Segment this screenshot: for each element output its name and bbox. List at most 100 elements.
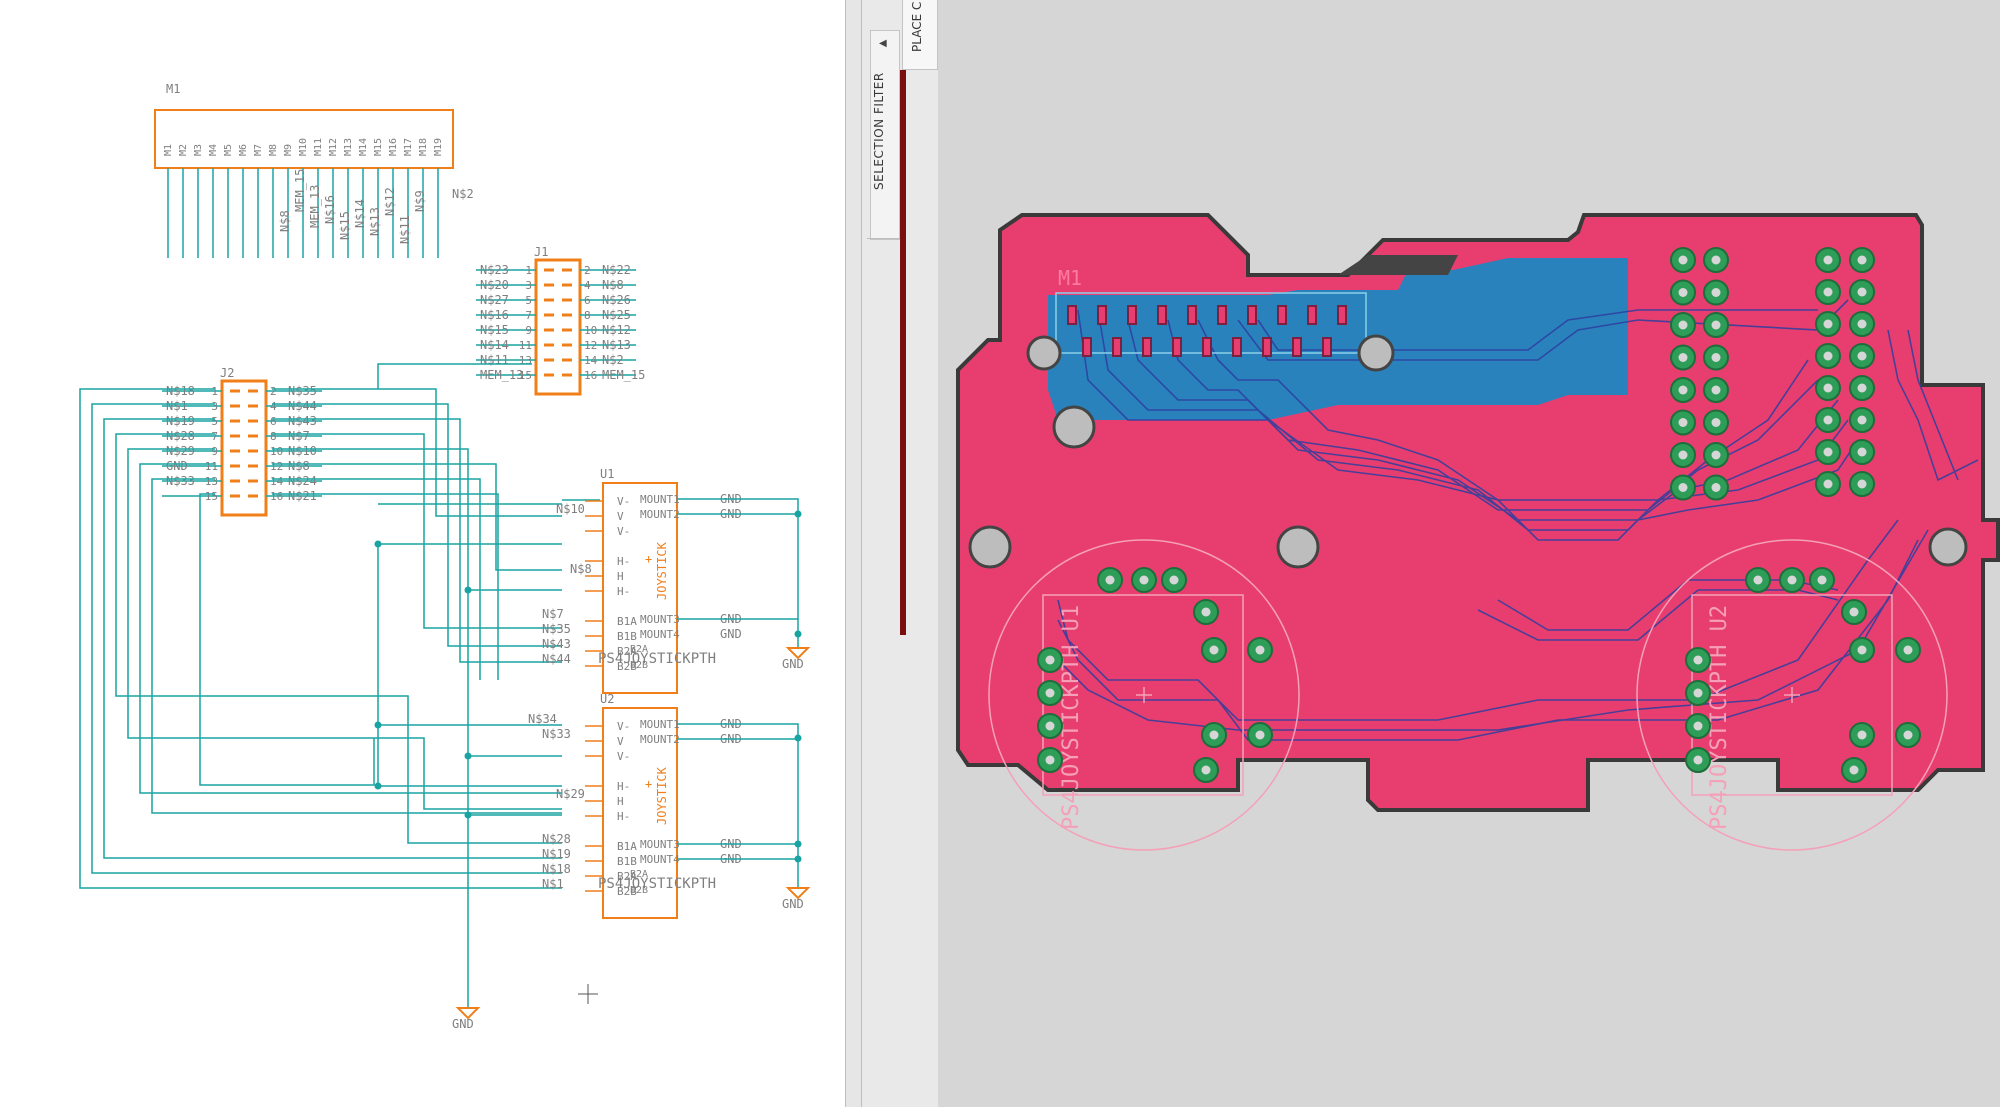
m1-pin: M10 [298, 138, 309, 156]
pin-label: B1B [617, 630, 637, 643]
pad-drill [1850, 608, 1859, 617]
u2-left-nets: N$34 N$33 N$29 N$28 N$19 N$18 N$1 [528, 712, 585, 891]
net-label: N$13 [602, 338, 631, 352]
m1-pin: M7 [253, 144, 264, 156]
pad-drill [1904, 731, 1913, 740]
net-label: N$43 [288, 414, 317, 428]
pad-drill [1858, 384, 1867, 393]
pin-label: B1B [617, 855, 637, 868]
pin-number: 14 [584, 354, 598, 367]
net-label: MEM_13 [308, 185, 322, 228]
pin-label: V [617, 735, 624, 748]
schematic-wires [80, 364, 600, 1005]
m1-pin: M19 [433, 138, 444, 156]
pin-number: 9 [211, 445, 218, 458]
net-label: N$18 [166, 384, 195, 398]
net-label: N$21 [288, 489, 317, 503]
pad-drill [1712, 288, 1721, 297]
u2-symbol[interactable]: U2 V-VV-H-HH-B1AB1BB2AB2B MOUNT1MOUNT2MO… [528, 692, 798, 918]
m1-pin: M16 [388, 138, 399, 156]
pin-number: 6 [584, 294, 591, 307]
board-editor[interactable]: M1 PS4JOYSTICKPTH U1 PS4JOYSTICKPTH U [938, 0, 2000, 1107]
u1-extra-pin: B2B [630, 660, 648, 671]
pin-label: H- [617, 780, 630, 793]
pin-number: 2 [584, 264, 591, 277]
m1-pin: M6 [238, 144, 249, 156]
net-label: MEM_15 [602, 368, 645, 382]
net-label: N$33 [542, 727, 571, 741]
toolstrip-divider [867, 238, 903, 239]
net-label: N$15 [480, 323, 509, 337]
pad-drill [1858, 448, 1867, 457]
net-label: N$1 [166, 399, 188, 413]
pad-drill [1824, 320, 1833, 329]
pin-number: 6 [270, 415, 277, 428]
m1-pin: M12 [328, 138, 339, 156]
pad-drill [1210, 646, 1219, 655]
m1-pin: M13 [343, 138, 354, 156]
net-label: N$33 [166, 474, 195, 488]
pin-label: H- [617, 555, 630, 568]
pad-drill [1694, 656, 1703, 665]
pad-drill [1694, 722, 1703, 731]
pin-number: 1 [211, 385, 218, 398]
collapse-arrow-icon[interactable]: ◀ [879, 38, 887, 49]
pad-drill [1679, 451, 1688, 460]
pin-number: 3 [211, 400, 218, 413]
j1-ref: J1 [534, 245, 548, 259]
gnd-symbol-2[interactable]: GND [782, 888, 808, 911]
pad-drill [1858, 416, 1867, 425]
pin-number: 7 [211, 430, 218, 443]
schematic-editor[interactable]: M1 M1 M2 M3 M4 M5 M6 M7 M8 M9 M10 M11 M1… [0, 0, 845, 1107]
gnd-label: GND [782, 657, 804, 671]
pad-drill [1904, 646, 1913, 655]
pad-drill [1046, 722, 1055, 731]
net-label: N$15 [338, 211, 352, 240]
pin-number: 7 [525, 309, 532, 322]
m1-ref: M1 [166, 82, 180, 96]
u1-extra-pin: B2A [630, 644, 648, 655]
pin-label: V- [617, 720, 630, 733]
pin-label: B1A [617, 615, 637, 628]
gnd-symbol-1[interactable]: GND [782, 634, 808, 671]
net-label: N$8 [288, 459, 310, 473]
net-label: N$20 [480, 278, 509, 292]
gnd-symbol-3[interactable]: GND [452, 1005, 478, 1031]
pin-label: H [617, 795, 624, 808]
net-label: N$25 [602, 308, 631, 322]
u1-symbol[interactable]: U1 V-VV-H-HH-B1AB1BB2AB2B MOUNT1MOUNT2MO… [542, 467, 798, 693]
net-label: N$44 [542, 652, 571, 666]
net-label: N$14 [480, 338, 509, 352]
pin-number: 10 [270, 445, 283, 458]
u2-plus: + [645, 777, 652, 791]
pin-label: V- [617, 495, 630, 508]
pad-drill [1679, 353, 1688, 362]
m1-pin: M14 [358, 138, 369, 156]
active-layer-bar [900, 70, 906, 635]
m1-symbol[interactable]: M1 M1 M2 M3 M4 M5 M6 M7 M8 M9 M10 M11 M1… [155, 82, 474, 258]
pane-splitter[interactable] [845, 0, 862, 1107]
pin-label: MOUNT1 [640, 718, 680, 731]
pin-label: V- [617, 750, 630, 763]
pin-number: 2 [270, 385, 277, 398]
net-label: MEM_15 [293, 169, 307, 212]
net-label: N$24 [288, 474, 317, 488]
pin-number: 11 [205, 460, 218, 473]
pin-number: 3 [525, 279, 532, 292]
net-label: N$11 [480, 353, 509, 367]
pad-drill [1712, 386, 1721, 395]
net-label: MEM_13 [480, 368, 523, 382]
m1-pin: M1 [163, 144, 174, 156]
net-label: N$2 [602, 353, 624, 367]
pad-drill [1046, 689, 1055, 698]
pad-drill [1256, 731, 1265, 740]
place-label: PLACE C [910, 2, 924, 52]
j1-symbol[interactable]: J1 N$2312N$22N$2034N$8N$2756N$26N$1678N$… [476, 245, 645, 394]
net-label: N$23 [480, 263, 509, 277]
net-label: N$43 [542, 637, 571, 651]
pin-number: 10 [584, 324, 597, 337]
pin-number: 11 [519, 339, 532, 352]
pin-number: 13 [519, 354, 532, 367]
m1-pin: M2 [178, 144, 189, 156]
net-label: N$12 [602, 323, 631, 337]
